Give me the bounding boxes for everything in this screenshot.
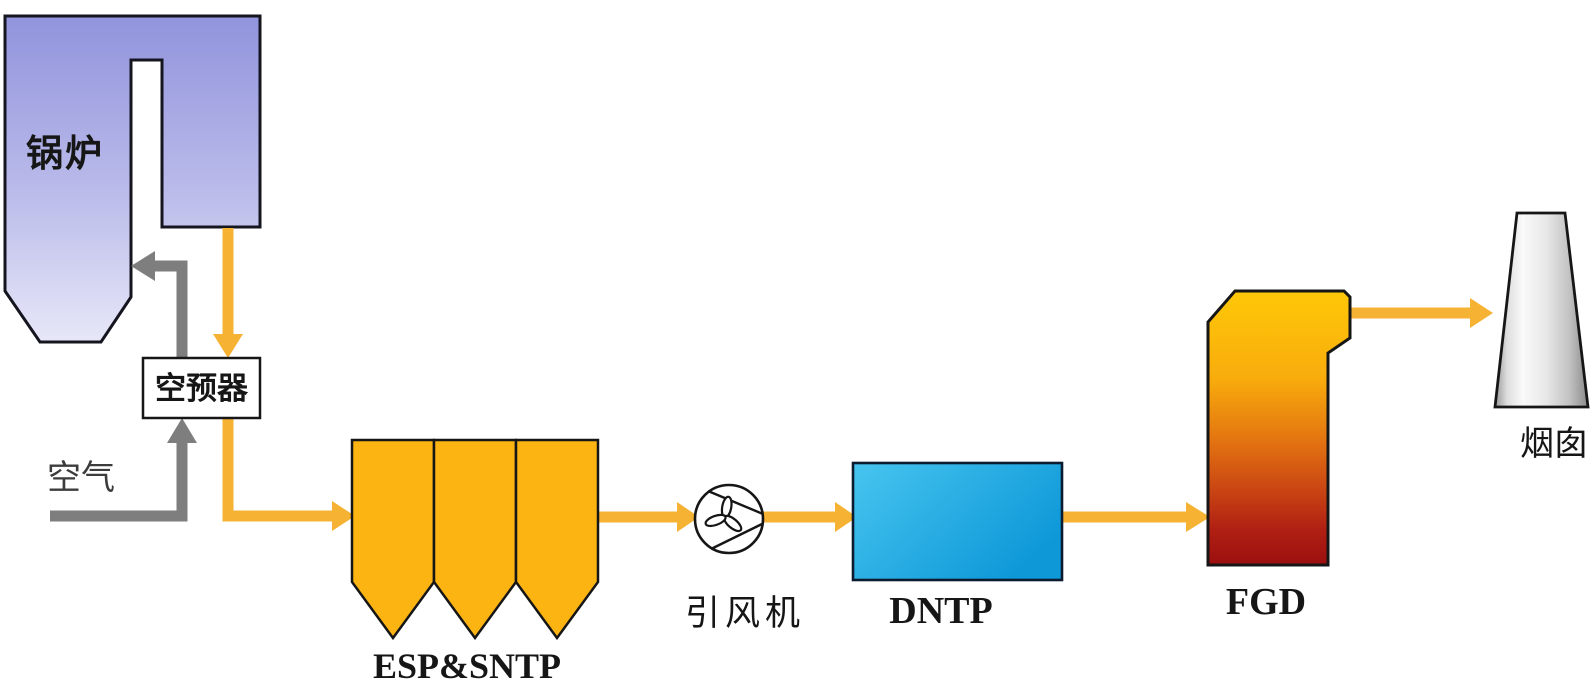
preheated-air-pipe — [131, 251, 188, 358]
fan-propeller-icon — [704, 495, 743, 533]
esp-sntp-shape — [350, 438, 600, 641]
air-inlet-pipe — [50, 418, 197, 522]
esp-sntp-label: ESP&SNTP — [372, 646, 562, 686]
fgd-shape — [1206, 289, 1352, 567]
flue-duct-preheater-to-esp — [222, 418, 355, 531]
flue-duct-esp-to-fan — [598, 502, 699, 532]
air-preheater-shape — [141, 356, 262, 420]
air-preheater-label: 空预器 — [155, 370, 248, 406]
stack-label: 烟囱 — [1520, 426, 1588, 463]
flue-arrowhead-right-5 — [1470, 298, 1493, 328]
flue-duct-dntp-to-fgd — [1062, 502, 1210, 532]
fgd-label: FGD — [1225, 581, 1307, 623]
boiler-label: 锅炉 — [26, 134, 104, 175]
flue-arrowhead-right-2 — [677, 502, 699, 532]
flue-arrowhead-right-3 — [835, 502, 857, 532]
flue-arrowhead-right-4 — [1186, 502, 1210, 532]
fan-shape — [693, 483, 765, 555]
flue-duct-fgd-to-stack — [1350, 298, 1493, 328]
air-inlet-label: 空气 — [47, 460, 115, 497]
flue-duct-fan-to-dntp — [762, 502, 857, 532]
air-arrowhead-left — [131, 251, 155, 281]
dntp-label: DNTP — [889, 590, 993, 632]
fan-label: 引风机 — [684, 594, 806, 633]
stack-shape — [1493, 211, 1590, 409]
flue-duct-boiler-to-preheater — [213, 228, 243, 358]
esp-hopper-1 — [350, 438, 436, 641]
flue-arrowhead-down — [213, 334, 243, 358]
flue-arrowhead-right-1 — [332, 501, 355, 531]
boiler-shape — [3, 14, 262, 344]
fan-chords — [707, 489, 764, 551]
dntp-shape — [851, 461, 1064, 582]
esp-hopper-2 — [432, 438, 518, 641]
air-arrowhead-up — [167, 418, 197, 443]
esp-hopper-3 — [514, 438, 600, 641]
